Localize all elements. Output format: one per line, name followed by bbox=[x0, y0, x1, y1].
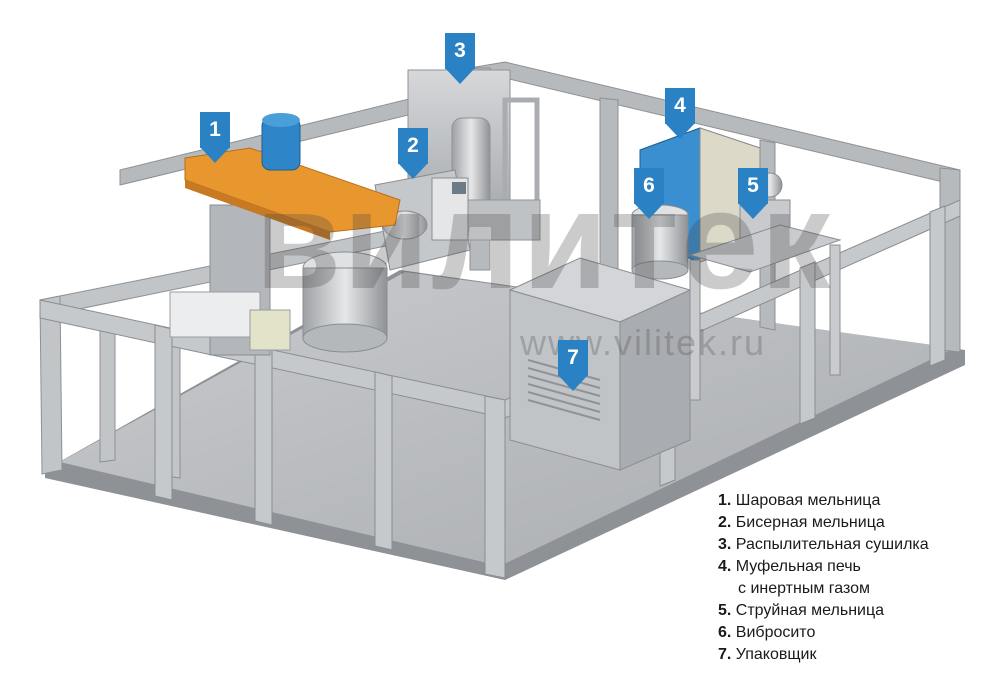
side-table bbox=[688, 224, 842, 401]
marker-7: 7 bbox=[558, 340, 588, 392]
legend-label: Упаковщик bbox=[735, 646, 817, 663]
marker-3: 3 bbox=[445, 33, 475, 85]
legend-label: Распылительная сушилка bbox=[735, 536, 929, 553]
legend-item: 4. Муфельная печь bbox=[718, 556, 993, 578]
packer bbox=[508, 257, 692, 471]
marker-3-number: 3 bbox=[445, 33, 475, 69]
marker-1: 1 bbox=[200, 112, 230, 164]
legend-item: 1. Шаровая мельница bbox=[718, 490, 993, 512]
legend-label: Шаровая мельница bbox=[735, 492, 881, 509]
marker-2: 2 bbox=[398, 128, 428, 180]
legend-label: Струйная мельница bbox=[735, 602, 885, 619]
marker-2-number: 2 bbox=[398, 128, 428, 164]
watermark-url: www.vilitek.ru bbox=[520, 322, 767, 363]
marker-7-number: 7 bbox=[558, 340, 588, 376]
legend-item: 7. Упаковщик bbox=[718, 644, 993, 666]
marker-5-number: 5 bbox=[738, 168, 768, 204]
marker-5-pointer bbox=[738, 203, 768, 219]
watermark-logo: вилитек bbox=[255, 161, 833, 318]
marker-4-pointer bbox=[665, 123, 695, 139]
legend-number: 6. bbox=[718, 624, 732, 641]
legend-item: 5. Струйная мельница bbox=[718, 600, 993, 622]
marker-6-pointer bbox=[634, 203, 664, 219]
marker-2-pointer bbox=[398, 163, 428, 179]
legend-number: 1. bbox=[718, 492, 732, 509]
legend-item: 6. Вибросито bbox=[718, 622, 993, 644]
legend-label: Вибросито bbox=[735, 624, 816, 641]
marker-4-number: 4 bbox=[665, 88, 695, 124]
legend-item-continuation: с инертным газом bbox=[718, 578, 993, 600]
marker-6: 6 bbox=[634, 168, 664, 220]
marker-1-number: 1 bbox=[200, 112, 230, 148]
legend-number: 2. bbox=[718, 514, 732, 531]
marker-4: 4 bbox=[665, 88, 695, 140]
marker-7-pointer bbox=[558, 375, 588, 391]
legend-number: 3. bbox=[718, 536, 732, 553]
marker-5: 5 bbox=[738, 168, 768, 220]
legend-number: 4. bbox=[718, 558, 732, 575]
legend-label: Бисерная мельница bbox=[735, 514, 885, 531]
equipment-legend: 1. Шаровая мельница 2. Бисерная мельница… bbox=[718, 490, 993, 666]
legend-label: Муфельная печь bbox=[735, 558, 861, 575]
marker-3-pointer bbox=[445, 68, 475, 84]
legend-number: 5. bbox=[718, 602, 732, 619]
ball-mill bbox=[169, 113, 401, 356]
vibro-sieve bbox=[631, 204, 689, 280]
marker-1-pointer bbox=[200, 147, 230, 163]
marker-6-number: 6 bbox=[634, 168, 664, 204]
legend-number: 7. bbox=[718, 646, 732, 663]
legend-label: с инертным газом bbox=[738, 580, 871, 597]
legend-item: 2. Бисерная мельница bbox=[718, 512, 993, 534]
legend-item: 3. Распылительная сушилка bbox=[718, 534, 993, 556]
